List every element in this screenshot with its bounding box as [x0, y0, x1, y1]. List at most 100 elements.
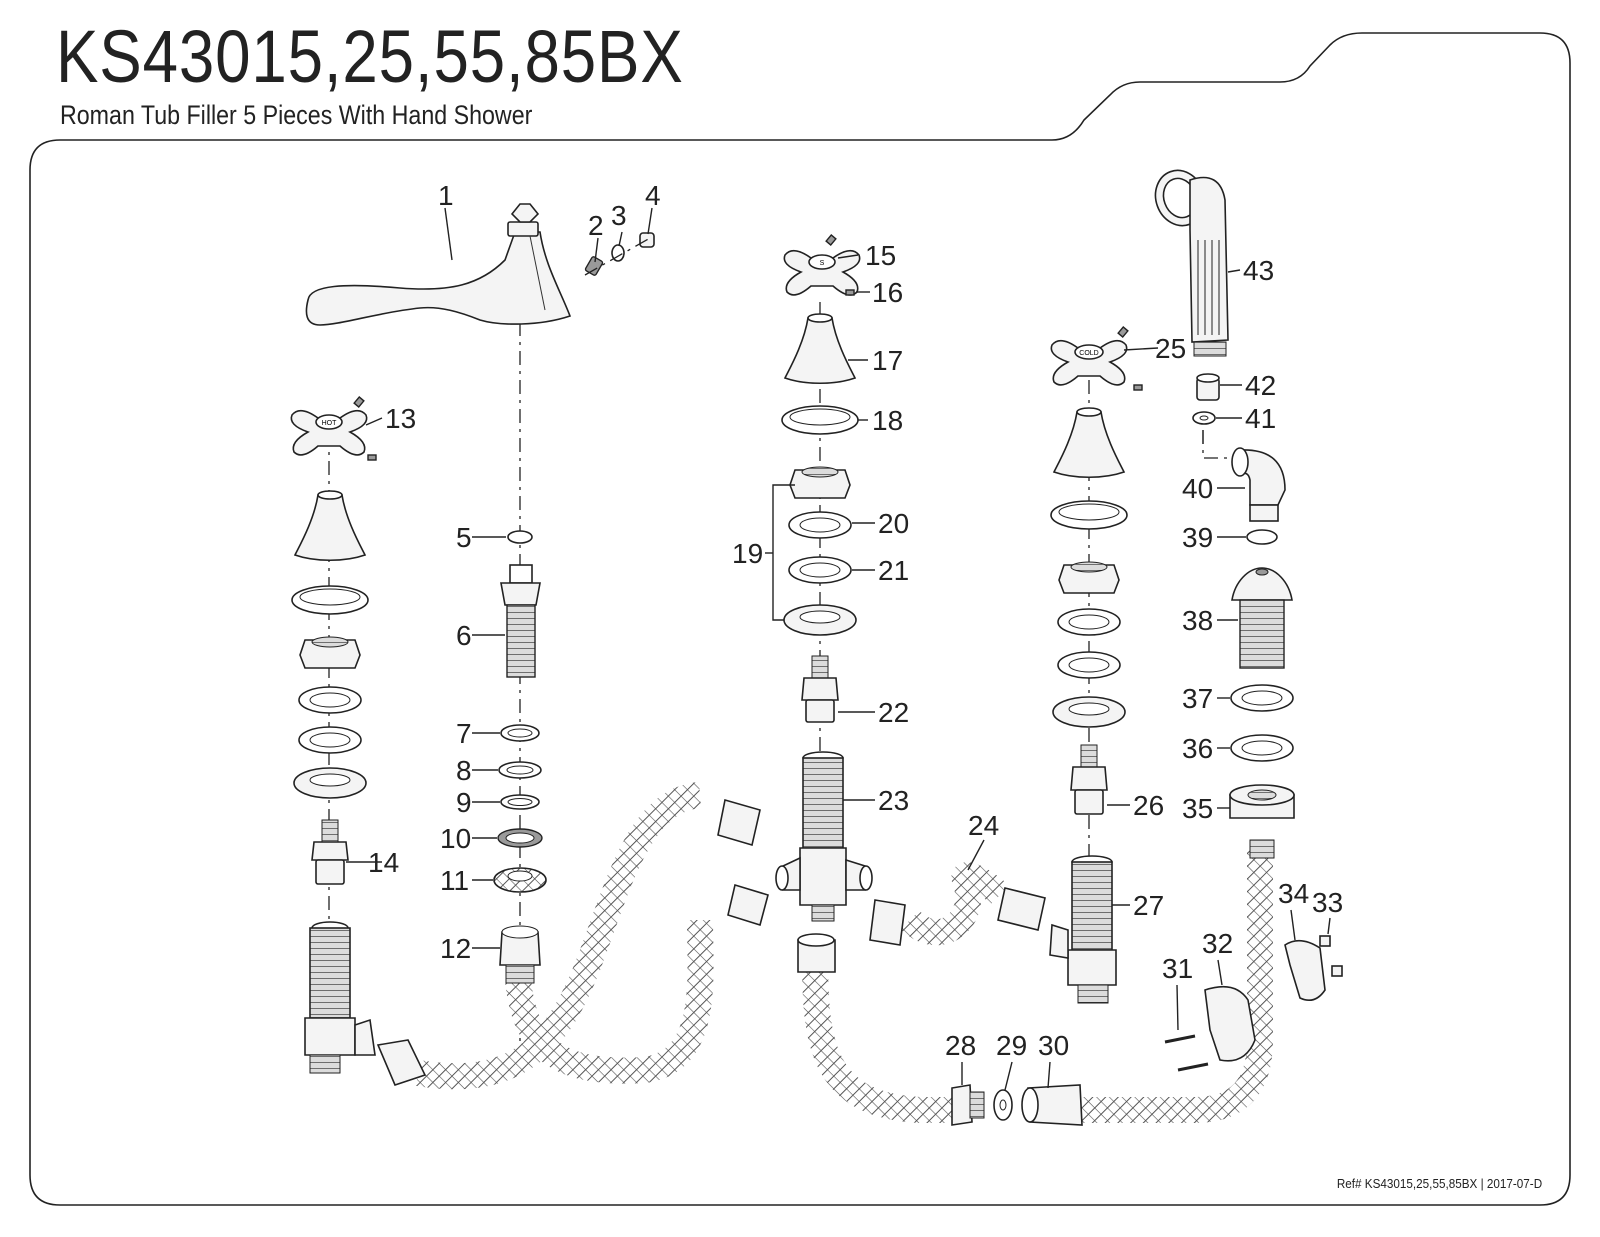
- part-2-set-screw: [584, 256, 604, 276]
- part-15-diverter-handle: S: [783, 234, 861, 296]
- part-34-bracket: [1284, 939, 1326, 1001]
- part-14-hot-cartridge: [311, 819, 349, 885]
- callout-22: 22: [878, 697, 909, 728]
- callout-1: 1: [438, 180, 454, 211]
- part-43-hand-shower: [1154, 169, 1229, 357]
- cold-handle-label: COLD: [1079, 350, 1098, 357]
- braided-hoses: [415, 782, 1273, 1123]
- part-26-cold-cartridge: [1070, 744, 1108, 815]
- hot-valve-body: [304, 921, 376, 1074]
- part-12-coupling-nut: [499, 925, 541, 984]
- part-22-diverter-cartridge: [801, 655, 839, 723]
- callout-20: 20: [878, 508, 909, 539]
- part-11-lock-nut: [493, 867, 547, 893]
- callout-17: 17: [872, 345, 903, 376]
- callout-24: 24: [968, 810, 999, 841]
- part-30-nut: [1021, 1084, 1083, 1126]
- page-frame: [29, 32, 1571, 1206]
- diverter-handle-label: S: [820, 260, 825, 267]
- part-3-washer: [611, 244, 625, 262]
- part-39-o-ring: [1246, 529, 1278, 545]
- callout-35: 35: [1182, 793, 1213, 824]
- part-36-washer: [1230, 734, 1294, 762]
- part-41-washer: [1192, 411, 1216, 425]
- callout-39: 39: [1182, 522, 1213, 553]
- callout-14: 14: [368, 847, 399, 878]
- part-5-o-ring: [507, 530, 533, 544]
- callout-6: 6: [456, 620, 472, 651]
- callout-9: 9: [456, 787, 472, 818]
- callout-42: 42: [1245, 370, 1276, 401]
- callout-7: 7: [456, 718, 472, 749]
- callout-27: 27: [1133, 890, 1164, 921]
- callout-26: 26: [1133, 790, 1164, 821]
- part-31-screws: [1164, 1034, 1209, 1072]
- part-28-adapter: [951, 1084, 985, 1126]
- hot-hose-nut: [376, 1039, 427, 1086]
- callout-12: 12: [440, 933, 471, 964]
- callout-3: 3: [611, 200, 627, 231]
- part-35-nut: [1229, 784, 1295, 859]
- part-27-cold-valve-body: [1049, 855, 1117, 1004]
- callout-2: 2: [588, 210, 604, 241]
- part-8-washer: [498, 761, 542, 779]
- callout-40: 40: [1182, 473, 1213, 504]
- part-17-escutcheon: [783, 313, 857, 384]
- part-6-spout-shank: [500, 564, 541, 678]
- callout-25: 25: [1155, 333, 1186, 364]
- callout-23: 23: [878, 785, 909, 816]
- part-7-washer: [500, 724, 540, 742]
- part-13-hot-handle: HOT: [290, 396, 377, 461]
- callout-11: 11: [440, 865, 469, 896]
- reference-number: Ref# KS43015,25,55,85BX | 2017-07-D: [1336, 1176, 1542, 1191]
- callout-31: 31: [1162, 953, 1193, 984]
- callout-36: 36: [1182, 733, 1213, 764]
- part-10-gasket: [497, 828, 543, 848]
- part-25-cold-handle: COLD: [1050, 326, 1143, 391]
- callout-37: 37: [1182, 683, 1213, 714]
- diverter-hose-nuts: [717, 798, 906, 973]
- part-24-hose-connector: [997, 887, 1046, 931]
- callout-29: 29: [996, 1030, 1027, 1061]
- callout-18: 18: [872, 405, 903, 436]
- part-29-washer: [993, 1089, 1013, 1121]
- callout-16: 16: [872, 277, 903, 308]
- callout-28: 28: [945, 1030, 976, 1061]
- callout-10: 10: [440, 823, 471, 854]
- part-9-washer: [500, 794, 540, 810]
- product-description: Roman Tub Filler 5 Pieces With Hand Show…: [60, 100, 533, 130]
- part-40-elbow: [1231, 447, 1286, 522]
- part-20-washer: [788, 511, 852, 539]
- callout-30: 30: [1038, 1030, 1069, 1061]
- callout-33: 33: [1312, 887, 1343, 918]
- callout-15: 15: [865, 240, 896, 271]
- cold-valve-stack: [1050, 407, 1128, 728]
- leader-lines: [346, 207, 1331, 1091]
- part-37-washer: [1230, 684, 1294, 712]
- hot-handle-label: HOT: [322, 420, 338, 427]
- callout-numbers: 1 2 3 4 5 6 7 8 9 10 11 12 13 14 15 16 1…: [368, 180, 1343, 1061]
- part-16-screw: [845, 289, 855, 296]
- hot-valve-stack: [291, 490, 369, 799]
- callout-34: 34: [1278, 878, 1309, 909]
- part-19-mounting-kit: [789, 466, 851, 499]
- callout-4: 4: [645, 180, 661, 211]
- part-42-connector: [1196, 373, 1220, 401]
- callout-32: 32: [1202, 928, 1233, 959]
- part-1-spout: [305, 203, 572, 326]
- flange: [783, 604, 857, 636]
- part-38-spray-shank: [1231, 567, 1293, 669]
- callout-21: 21: [878, 555, 909, 586]
- part-23-diverter-body: [775, 751, 873, 922]
- callout-38: 38: [1182, 605, 1213, 636]
- callout-8: 8: [456, 755, 472, 786]
- callout-41: 41: [1245, 403, 1276, 434]
- model-number: KS43015,25,55,85BX: [56, 15, 684, 98]
- callout-19: 19: [732, 538, 763, 569]
- part-21-washer: [788, 556, 852, 584]
- part-32-hose-clamp: [1204, 985, 1256, 1062]
- callout-5: 5: [456, 522, 472, 553]
- part-33-nuts: [1319, 935, 1343, 977]
- callout-43: 43: [1243, 255, 1274, 286]
